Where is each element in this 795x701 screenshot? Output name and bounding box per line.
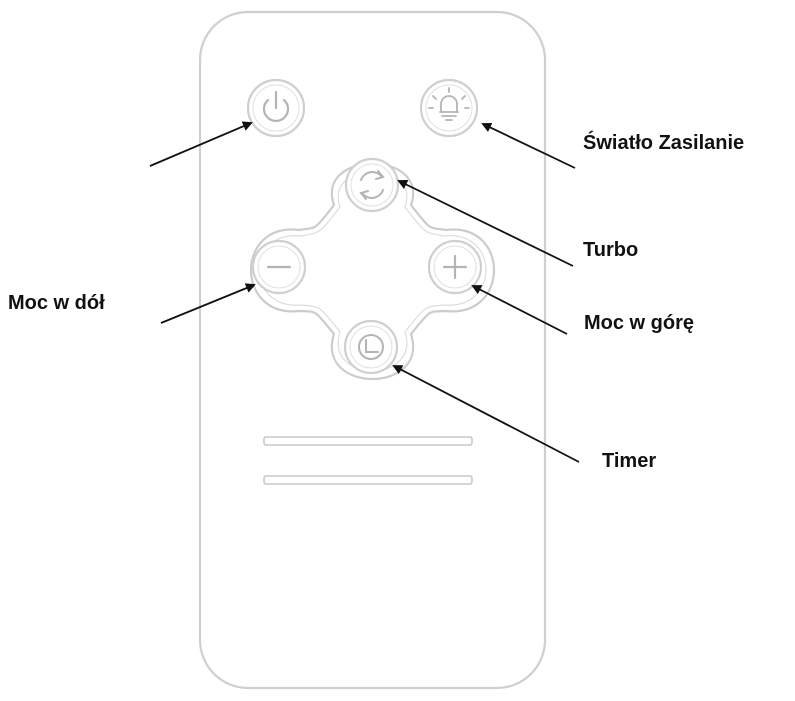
clock-icon	[358, 334, 384, 360]
label-timer: Timer	[602, 450, 657, 472]
label-power-up: Moc w górę	[584, 312, 695, 334]
arrow-turbo	[397, 180, 574, 267]
arrow-timer	[392, 365, 580, 463]
arrow-power	[149, 121, 253, 167]
plus-icon	[442, 254, 468, 280]
label-light-power: Światło Zasilanie	[583, 132, 745, 154]
rotate-arrows-icon	[359, 170, 385, 200]
decor-line-bottom	[263, 475, 473, 485]
arrow-power-down	[160, 283, 256, 324]
power-down-button[interactable]	[251, 239, 307, 295]
label-power-down: Moc w dół	[8, 292, 105, 314]
decor-line-top	[263, 436, 473, 446]
power-up-button[interactable]	[427, 239, 483, 295]
light-bulb-icon	[428, 87, 470, 121]
turbo-button[interactable]	[344, 157, 400, 213]
timer-button[interactable]	[343, 319, 399, 375]
light-button[interactable]	[419, 78, 479, 138]
power-button[interactable]	[246, 78, 306, 138]
button-cluster-outline	[250, 162, 495, 381]
power-icon	[262, 90, 290, 122]
arrow-light	[481, 122, 576, 169]
arrow-power-up	[471, 285, 568, 335]
label-turbo: Turbo	[583, 239, 639, 261]
